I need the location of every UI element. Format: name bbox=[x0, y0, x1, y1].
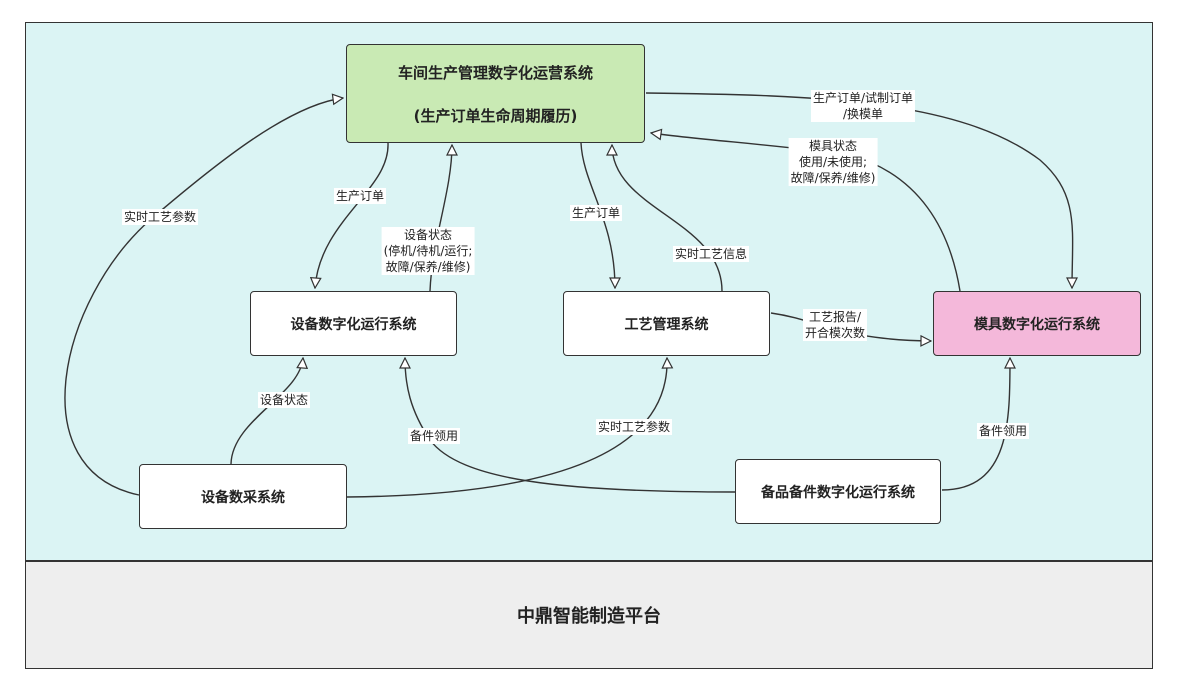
mes-subtitle: (生产订单生命周期履历) bbox=[413, 106, 578, 125]
edge-spare-to-mold bbox=[941, 358, 1010, 491]
edge-label-realtime-process-info: 实时工艺信息 bbox=[672, 246, 750, 262]
node-mold-system[interactable]: 模具数字化运行系统 bbox=[933, 291, 1141, 356]
spare-label: 备品备件数字化运行系统 bbox=[761, 484, 915, 501]
edge-spare-to-equipment bbox=[405, 358, 736, 493]
edge-process-info-to-mes bbox=[612, 145, 723, 292]
node-collection-system[interactable]: 设备数采系统 bbox=[139, 464, 347, 529]
edge-label-spare-parts-equipment: 备件领用 bbox=[407, 428, 461, 444]
edge-label-realtime-params-process: 实时工艺参数 bbox=[595, 419, 673, 435]
edge-label-realtime-params: 实时工艺参数 bbox=[121, 209, 199, 225]
platform-label: 中鼎智能制造平台 bbox=[517, 606, 661, 627]
equipment-label: 设备数字化运行系统 bbox=[290, 316, 417, 333]
edge-label-prod-order-process: 生产订单 bbox=[569, 205, 623, 221]
edge-label-prod-order-equipment: 生产订单 bbox=[333, 188, 387, 204]
mes-title: 车间生产管理数字化运营系统 bbox=[397, 63, 593, 82]
edge-label-order-to-mold: 生产订单/试制订单 /换模单 bbox=[810, 90, 916, 122]
mold-label: 模具数字化运行系统 bbox=[974, 316, 1100, 333]
edge-collection-to-process bbox=[346, 358, 667, 498]
node-spare-parts-system[interactable]: 备品备件数字化运行系统 bbox=[735, 459, 941, 524]
process-label: 工艺管理系统 bbox=[624, 316, 709, 333]
edge-label-process-report: 工艺报告/ 开合模次数 bbox=[802, 309, 868, 341]
edge-mes-to-equipment bbox=[315, 142, 389, 288]
node-process-system[interactable]: 工艺管理系统 bbox=[563, 291, 770, 356]
edge-collection-to-mes bbox=[64, 98, 343, 496]
edge-label-spare-parts-mold: 备件领用 bbox=[976, 423, 1030, 439]
node-equipment-system[interactable]: 设备数字化运行系统 bbox=[250, 291, 457, 356]
edge-label-collection-status: 设备状态 bbox=[257, 392, 311, 408]
node-mes-system[interactable]: 车间生产管理数字化运营系统 (生产订单生命周期履历) bbox=[346, 44, 645, 143]
collection-label: 设备数采系统 bbox=[201, 489, 285, 506]
edge-collection-status-to-equipment bbox=[230, 358, 303, 465]
edge-label-equipment-status: 设备状态 (停机/待机/运行; 故障/保养/维修) bbox=[381, 227, 475, 275]
edge-label-mold-status: 模具状态 使用/未使用; 故障/保养/维修) bbox=[788, 138, 878, 186]
platform-region: 中鼎智能制造平台 bbox=[25, 561, 1153, 669]
edge-mes-to-mold bbox=[645, 92, 1073, 288]
